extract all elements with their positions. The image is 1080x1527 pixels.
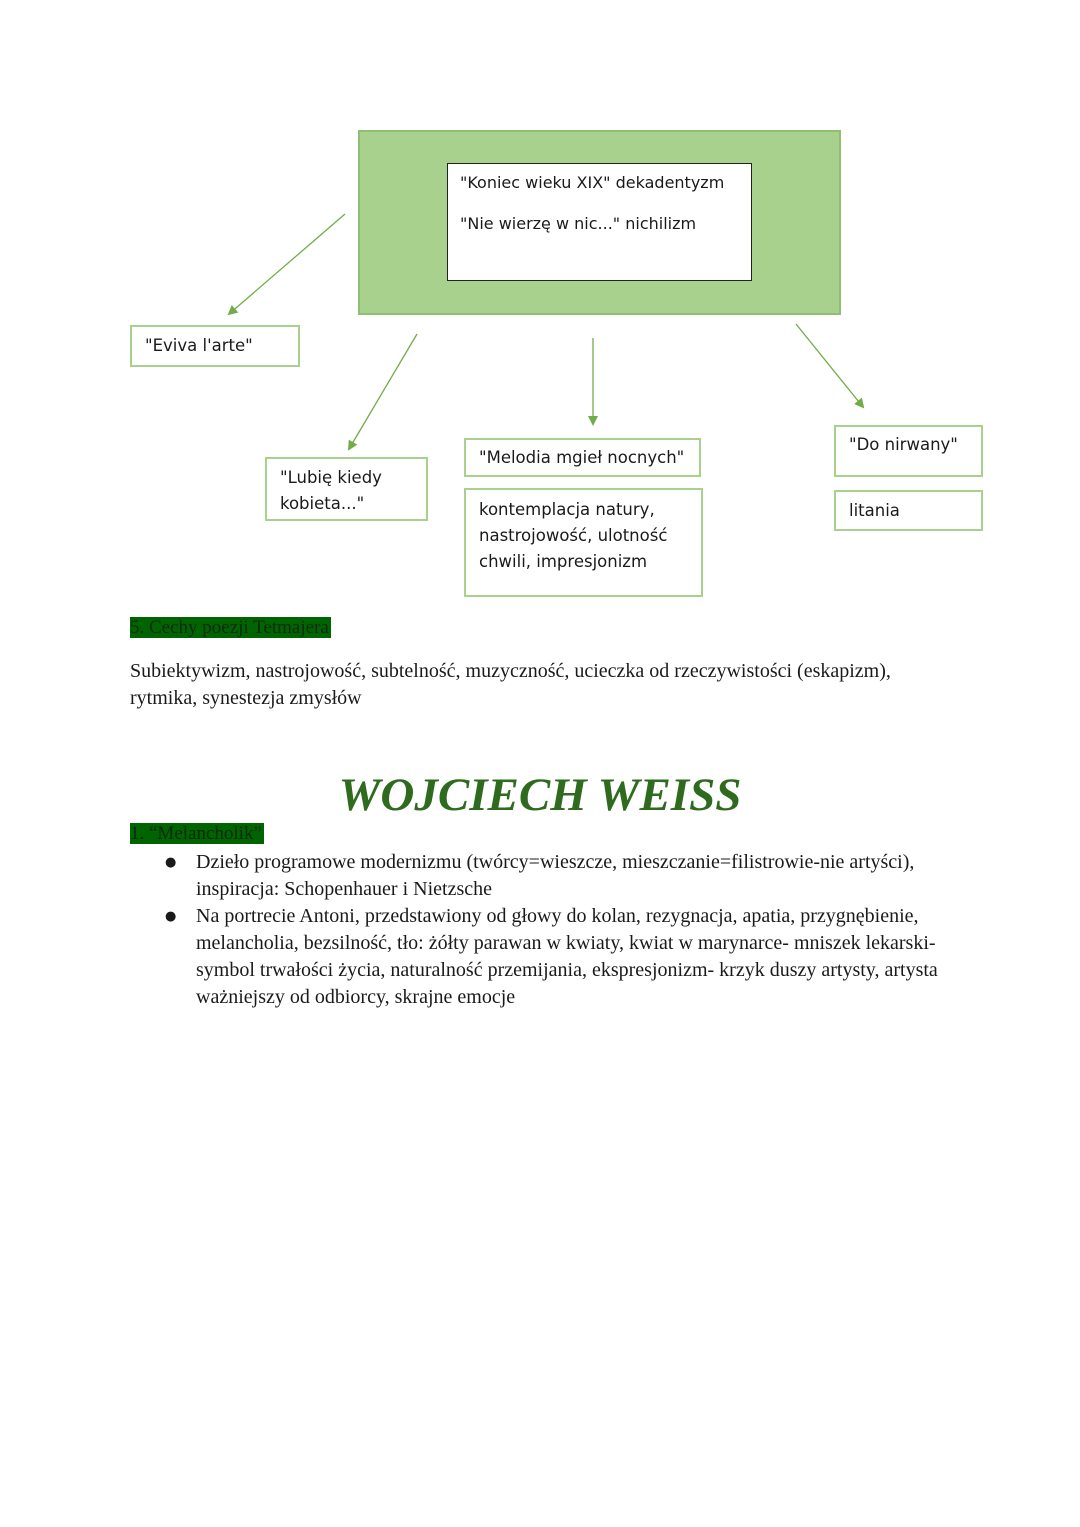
section-heading-melancholik: 1. “Melancholik”: [130, 823, 264, 845]
kontemplacja-line-2: nastrojowość, ulotność: [479, 526, 668, 545]
arrow-to-eviva: [227, 213, 346, 316]
center-line-decadence: "Koniec wieku XIX" dekadentyzm: [460, 173, 725, 192]
box-eviva-larte: "Eviva l'arte": [130, 325, 300, 367]
tetmajer-features-text: Subiektywizm, nastrojowość, subtelność, …: [130, 660, 891, 709]
arrow-to-nirwany: [795, 323, 865, 409]
arrow-to-lubie: [347, 333, 418, 451]
box-lubie-kiedy-kobieta: "Lubię kiedy kobieta...": [265, 457, 428, 521]
box-melodia-description: kontemplacja natury, nastrojowość, ulotn…: [464, 488, 703, 597]
lubie-line-2: kobieta...": [280, 494, 365, 513]
kontemplacja-line-3: chwili, impresjonizm: [479, 552, 648, 571]
litania-label: litania: [849, 501, 900, 520]
list-item: Na portrecie Antoni, przedstawiony od gł…: [160, 903, 950, 1011]
box-do-nirwany: "Do nirwany": [834, 425, 983, 477]
box-litania: litania: [834, 490, 983, 531]
melancholik-bullet-list: Dzieło programowe modernizmu (twórcy=wie…: [160, 849, 950, 1011]
highlighted-heading: 1. “Melancholik”: [130, 823, 264, 844]
section-heading-tetmajer: 5. Cechy poezji Tetmajera: [130, 617, 331, 639]
melodia-label: "Melodia mgieł nocnych": [479, 448, 685, 467]
list-item: Dzieło programowe modernizmu (twórcy=wie…: [160, 849, 950, 903]
center-line-nihilism: "Nie wierzę w nic..." nichilizm: [460, 214, 697, 233]
nirwany-label: "Do nirwany": [849, 435, 958, 454]
page-title: WOJCIECH WEISS: [338, 769, 742, 821]
central-topic-box: "Koniec wieku XIX" dekadentyzm "Nie wier…: [447, 163, 752, 281]
highlighted-heading: 5. Cechy poezji Tetmajera: [130, 617, 331, 638]
lubie-line-1: "Lubię kiedy: [280, 468, 382, 487]
box-melodia-mgiel-nocnych: "Melodia mgieł nocnych": [464, 438, 701, 477]
eviva-label: "Eviva l'arte": [145, 336, 253, 355]
kontemplacja-line-1: kontemplacja natury,: [479, 500, 655, 519]
